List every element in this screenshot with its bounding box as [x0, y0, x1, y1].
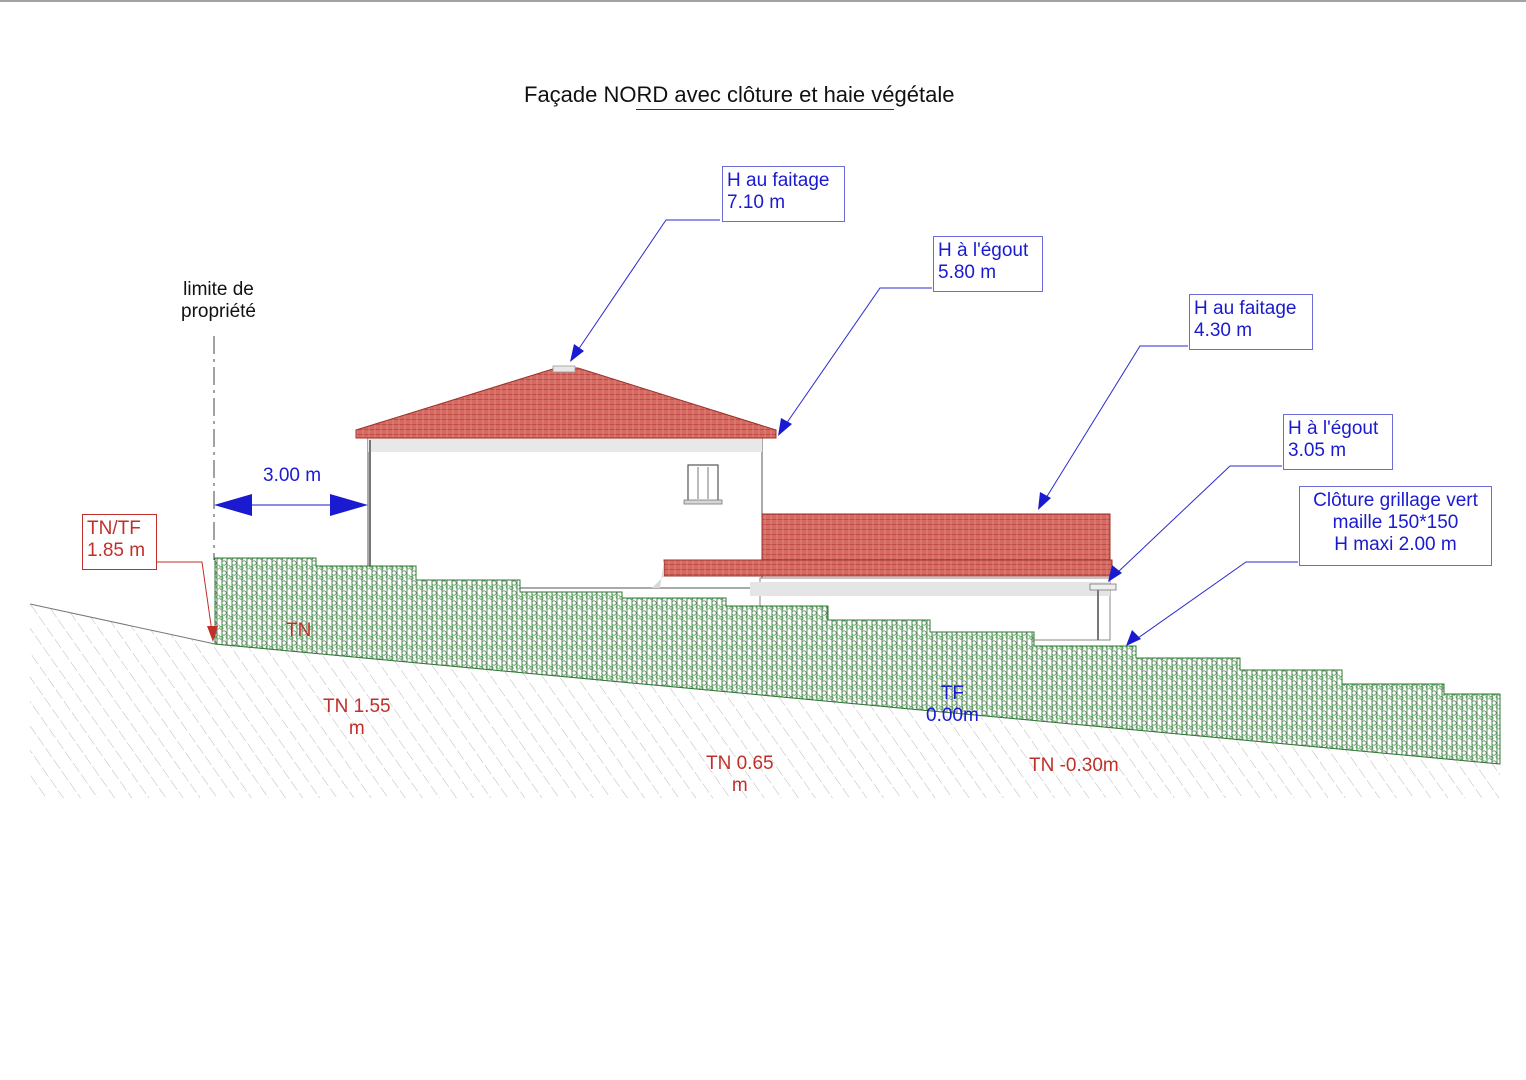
setback-label: 3.00 m — [263, 465, 322, 486]
leader-ridge-annex — [1038, 345, 1188, 510]
annex-lower-roof — [663, 559, 1113, 577]
ground-terrain — [30, 604, 1500, 798]
fence-hedge — [214, 557, 1501, 765]
title-underline — [636, 109, 894, 110]
leader-tntf — [156, 561, 218, 642]
setback-dimension — [214, 494, 368, 516]
callout-fence-line1: Clôture grillage vert — [1313, 490, 1478, 511]
callout-eave-main-value: 5.80 m — [938, 261, 997, 283]
main-house-roof — [355, 367, 777, 439]
callout-eave-annex: H à l'égout 3.05 m — [1283, 414, 1393, 470]
level-tn-155-unit: m — [348, 717, 365, 739]
annex-soffit — [750, 582, 1110, 596]
main-house-eave-shadow — [368, 438, 762, 452]
callout-eave-annex-title: H à l'égout — [1288, 418, 1379, 439]
callout-ridge-main: H au faitage 7.10 m — [722, 166, 845, 222]
leader-fence — [1126, 561, 1298, 646]
level-tn-155-value: TN 1.55 — [323, 696, 391, 717]
callout-ridge-annex-value: 4.30 m — [1194, 319, 1253, 341]
callout-ridge-main-title: H au faitage — [727, 170, 830, 191]
annex-gutter — [1089, 583, 1117, 591]
level-tntf-title: TN/TF — [87, 518, 141, 539]
callout-fence-line2: maille 150*150 — [1332, 511, 1459, 533]
level-tntf-box: TN/TF 1.85 m — [82, 514, 157, 570]
leader-eave-annex — [1108, 465, 1282, 582]
leader-ridge-main — [570, 219, 720, 362]
window-icon — [683, 464, 723, 505]
level-tf-title: TF — [940, 683, 965, 704]
property-limit-label: limite de propriété — [181, 279, 256, 323]
level-tf-value: 0.00m — [926, 704, 979, 726]
annex-roof — [761, 513, 1111, 561]
main-house-ridge — [552, 365, 576, 373]
callout-ridge-annex-title: H au faitage — [1194, 298, 1297, 319]
property-limit-line1: limite de — [183, 279, 254, 300]
level-tn-065-unit: m — [731, 774, 748, 796]
callout-ridge-annex: H au faitage 4.30 m — [1189, 294, 1313, 350]
level-tn-m030: TN -0.30m — [1029, 755, 1119, 776]
callout-eave-annex-value: 3.05 m — [1288, 439, 1347, 461]
callout-ridge-main-value: 7.10 m — [727, 191, 786, 213]
page-title: Façade NORD avec clôture et haie végétal… — [524, 82, 955, 107]
level-tntf-value: 1.85 m — [87, 539, 146, 561]
callout-fence-line3: H maxi 2.00 m — [1334, 533, 1457, 555]
level-tn-065-value: TN 0.65 — [706, 753, 774, 774]
level-tn-155: TN 1.55 m — [323, 696, 391, 740]
level-tn-065: TN 0.65 m — [706, 753, 774, 797]
callout-fence: Clôture grillage vert maille 150*150 H m… — [1299, 486, 1492, 566]
level-tn: TN — [286, 620, 312, 641]
callout-eave-main-title: H à l'égout — [938, 240, 1029, 261]
level-tf: TF 0.00m — [926, 683, 979, 727]
callout-eave-main: H à l'égout 5.80 m — [933, 236, 1043, 292]
annex-shadow — [652, 560, 664, 588]
leader-eave-main — [778, 287, 932, 436]
property-limit-line2: propriété — [181, 300, 256, 322]
